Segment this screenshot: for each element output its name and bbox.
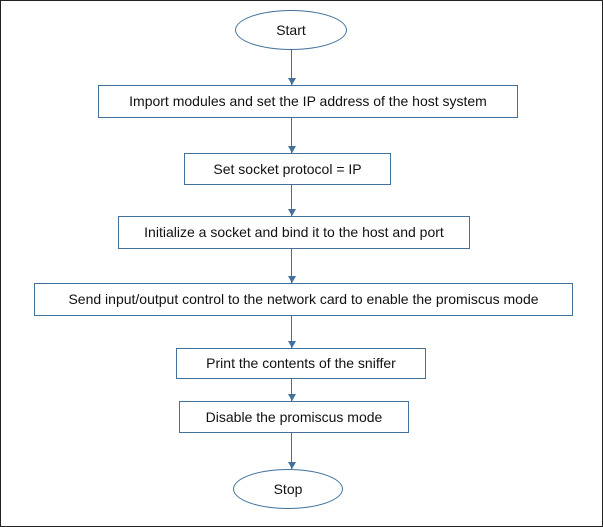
flow-step-initialize-socket: Initialize a socket and bind it to the h…	[118, 216, 470, 249]
flow-step-enable-promiscus-mode: Send input/output control to the network…	[34, 283, 573, 316]
flow-node-start: Start	[235, 10, 347, 50]
flow-step-print-sniffer-contents: Print the contents of the sniffer	[176, 348, 426, 379]
arrow-down-icon	[287, 118, 296, 153]
arrow-down-icon	[287, 433, 296, 469]
flow-step-disable-promiscus-mode: Disable the promiscus mode	[179, 401, 409, 433]
arrow-down-icon	[287, 316, 296, 348]
arrow-down-icon	[287, 249, 296, 283]
flow-node-stop: Stop	[233, 469, 343, 509]
arrow-down-icon	[287, 50, 296, 85]
arrow-down-icon	[287, 185, 296, 216]
flow-step-import-modules: Import modules and set the IP address of…	[98, 85, 518, 118]
arrow-down-icon	[287, 379, 296, 401]
flow-step-set-socket-protocol: Set socket protocol = IP	[184, 153, 391, 185]
